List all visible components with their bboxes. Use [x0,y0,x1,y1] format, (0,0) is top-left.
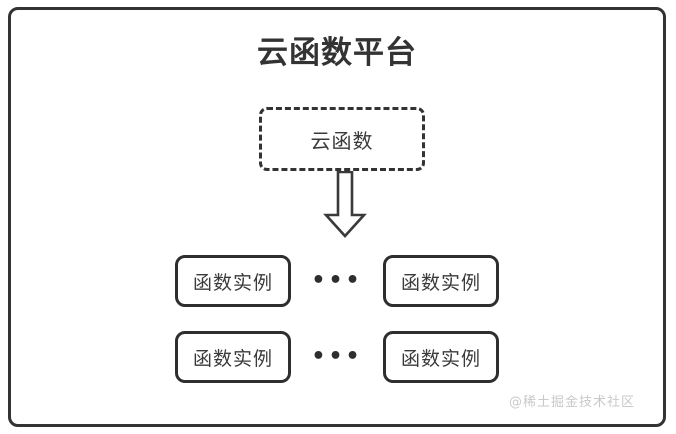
cloud-function-label: 云函数 [310,128,374,153]
function-instance-box: 函数实例 [383,255,499,307]
cloud-function-platform-frame: 云函数平台 云函数 函数实例 ••• 函数实例 函数实例 ••• 函数实例 @稀… [8,7,666,427]
function-instance-label: 函数实例 [192,347,273,370]
function-instance-label: 函数实例 [400,347,481,370]
page-title: 云函数平台 [257,35,417,71]
ellipsis-dots: ••• [311,268,363,293]
function-instance-label: 函数实例 [400,271,481,294]
watermark: @稀土掘金技术社区 [508,395,635,410]
down-block-arrow-icon [323,170,367,239]
ellipsis-dots: ••• [311,344,363,369]
function-instance-box: 函数实例 [175,255,291,307]
instance-row: 函数实例 ••• 函数实例 [11,331,663,383]
function-instance-box: 函数实例 [383,331,499,383]
function-instance-label: 函数实例 [192,271,273,294]
cloud-function-node: 云函数 [259,107,425,171]
instance-row: 函数实例 ••• 函数实例 [11,255,663,307]
function-instance-box: 函数实例 [175,331,291,383]
